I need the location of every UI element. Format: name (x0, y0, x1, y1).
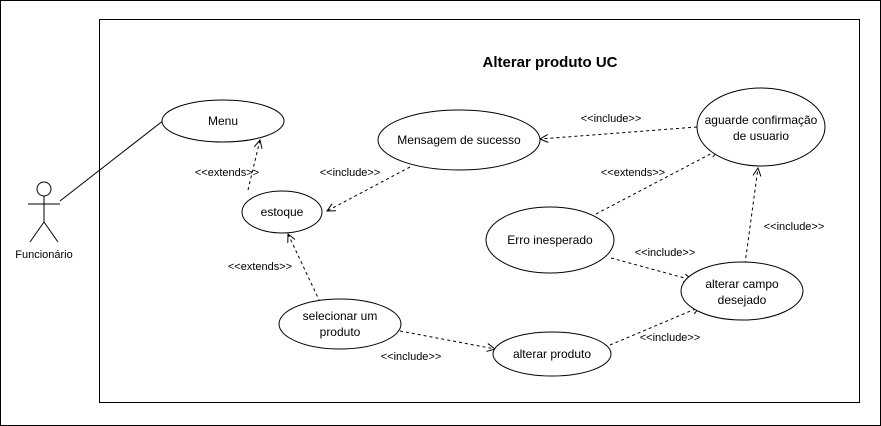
use-case-alterar-produto[interactable]: alterar produto (492, 331, 612, 377)
use-case-mensagem-label: Mensagem de sucesso (397, 133, 521, 147)
use-case-estoque[interactable]: estoque (241, 190, 323, 234)
label-extends-erro-aguarde: <<extends>> (601, 167, 665, 179)
use-case-alterar-campo-label-line2: desejado (718, 293, 767, 307)
actor-funcionario[interactable]: Funcionário (15, 181, 73, 261)
edge-estoque-menu (247, 140, 260, 191)
label-include-mensagem-estoque: <<include>> (320, 167, 381, 179)
use-case-aguarde-label-line1: aguarde confirmação (705, 113, 818, 127)
use-case-selecionar-produto[interactable]: selecionar um produto (278, 298, 402, 350)
edge-alterar-campo (609, 307, 700, 346)
diagram-title: Alterar produto UC (483, 54, 618, 71)
use-case-erro-label: Erro inesperado (507, 233, 593, 247)
use-case-menu-label: Menu (208, 114, 238, 128)
use-case-erro-inesperado[interactable]: Erro inesperado (485, 206, 615, 274)
use-case-alterar-produto-label: alterar produto (513, 347, 591, 361)
label-include-erro-campo: <<include>> (635, 247, 696, 259)
edge-selecionar-estoque (288, 234, 321, 303)
label-include-aguarde-mensagem: <<include>> (581, 113, 642, 125)
use-case-mensagem-de-sucesso[interactable]: Mensagem de sucesso (377, 109, 541, 171)
actor-head (36, 181, 52, 197)
use-case-alterar-campo-label-line1: alterar campo (705, 277, 779, 291)
actor-left-leg (29, 221, 45, 243)
label-include-campo-aguarde: <<include>> (764, 221, 825, 233)
association-actor-menu (59, 119, 165, 202)
edge-erro-aguarde (595, 150, 718, 215)
use-case-estoque-label: estoque (261, 205, 304, 219)
edge-erro-campo (610, 257, 692, 280)
use-case-selecionar-label-line2: produto (320, 325, 361, 339)
system-boundary (99, 19, 860, 403)
edge-mensagem-estoque (327, 166, 411, 211)
label-extends-selecionar-estoque: <<extends>> (228, 261, 292, 273)
edge-campo-aguarde (744, 168, 758, 265)
use-case-menu[interactable]: Menu (161, 99, 285, 143)
use-case-aguarde-label-line2: de usuario (733, 129, 789, 143)
label-include-alterar-campo: <<include>> (640, 332, 701, 344)
actor-label: Funcionário (15, 249, 72, 261)
label-include-selecionar-alterar: <<include>> (381, 351, 442, 363)
label-extends-estoque-menu: <<extends>> (195, 167, 259, 179)
edge-aguarde-mensagem (540, 126, 698, 139)
edge-selecionar-alterar (399, 330, 495, 349)
use-case-alterar-campo[interactable]: alterar campo desejado (680, 261, 804, 321)
actor-right-leg (43, 221, 59, 243)
use-case-selecionar-label-line1: selecionar um (303, 309, 378, 323)
use-case-aguarde-confirmacao[interactable]: aguarde confirmação de usuario (696, 87, 826, 167)
